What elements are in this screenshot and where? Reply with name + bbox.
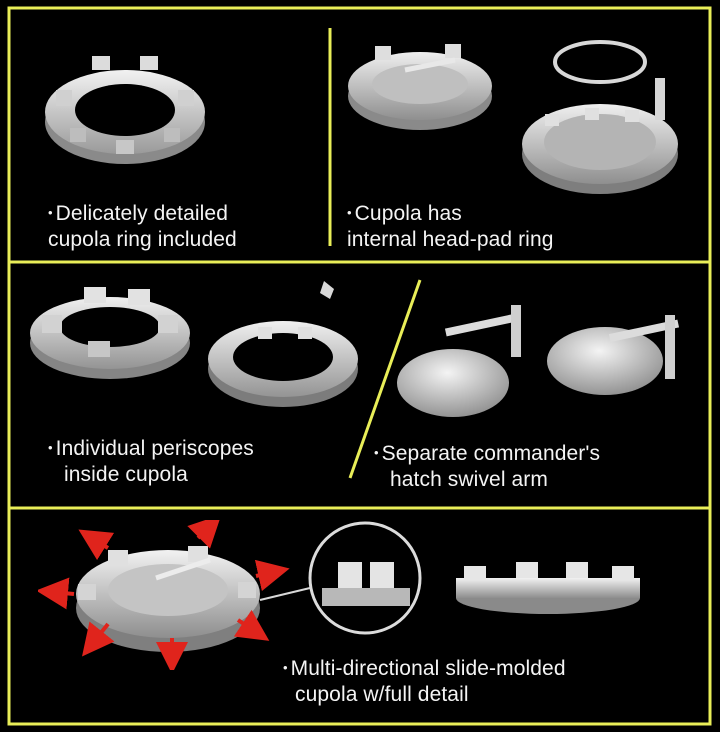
caption-periscopes: •Individual periscopes inside cupola bbox=[48, 435, 254, 488]
caption-line-1: Cupola has bbox=[354, 202, 462, 225]
bullet: • bbox=[283, 660, 288, 675]
hatch-swivel-arm-illustration bbox=[397, 305, 680, 417]
caption-cupola-ring: •Delicately detailed cupola ring include… bbox=[48, 200, 237, 253]
head-pad-ring-illustration bbox=[348, 40, 678, 194]
bullet: • bbox=[48, 440, 53, 455]
bullet: • bbox=[48, 205, 53, 220]
bullet: • bbox=[374, 445, 379, 460]
caption-line-1: Individual periscopes bbox=[55, 437, 254, 460]
caption-line-1: Separate commander's bbox=[381, 442, 601, 465]
caption-slide-molded-cupola: •Multi-directional slide-molded cupola w… bbox=[283, 655, 566, 708]
bullet: • bbox=[347, 205, 352, 220]
cupola-ring-illustration bbox=[45, 56, 205, 164]
caption-line-2: cupola w/full detail bbox=[295, 683, 469, 706]
caption-head-pad-ring: •Cupola has internal head-pad ring bbox=[347, 200, 554, 253]
caption-line-1: Multi-directional slide-molded bbox=[290, 657, 566, 680]
caption-line-2: hatch swivel arm bbox=[390, 468, 548, 491]
periscopes-illustration bbox=[30, 281, 358, 407]
caption-hatch-swivel-arm: •Separate commander's hatch swivel arm bbox=[374, 440, 600, 493]
caption-line-2: internal head-pad ring bbox=[347, 228, 554, 251]
caption-line-2: inside cupola bbox=[64, 463, 188, 486]
caption-line-1: Delicately detailed bbox=[55, 202, 228, 225]
caption-line-2: cupola ring included bbox=[48, 228, 237, 251]
slide-molded-cupola-illustration bbox=[38, 520, 640, 670]
